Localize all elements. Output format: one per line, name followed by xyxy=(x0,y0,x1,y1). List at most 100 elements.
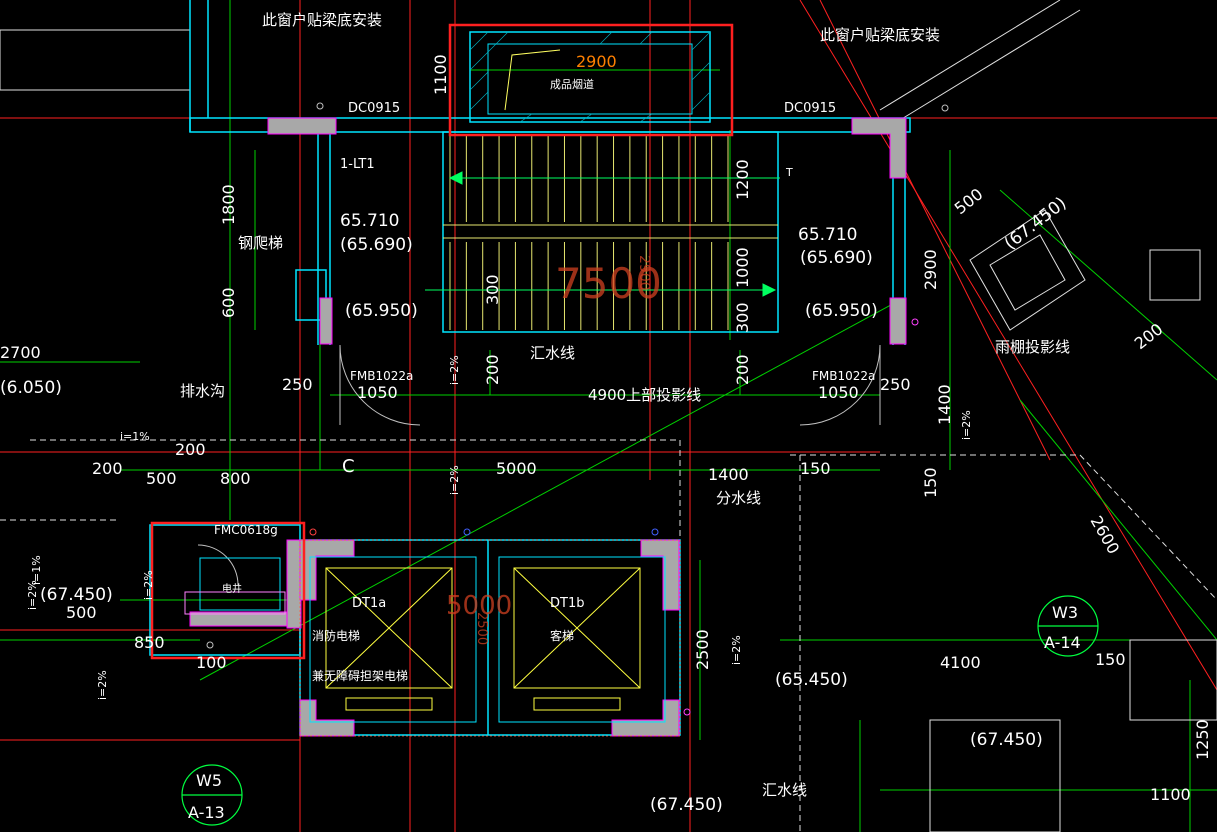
dim-150b: 150 xyxy=(921,467,940,498)
elev-landing-right-sub: (65.690) xyxy=(800,248,873,268)
highlight-box-electrical[interactable] xyxy=(150,521,306,660)
elev-roof-left: (67.450) xyxy=(40,585,113,605)
annotations: 此窗户贴梁底安装 此窗户贴梁底安装 成品烟道 钢爬梯 雨棚投影线 排水沟 汇水线… xyxy=(180,11,1081,822)
dim-1050a: 1050 xyxy=(357,383,398,402)
dim-elev-width: 5000 xyxy=(446,591,512,621)
note-divide-line: 分水线 xyxy=(716,489,761,507)
dim-stair-run: 2900 xyxy=(636,255,652,291)
note-canopy: 雨棚投影线 xyxy=(995,338,1070,356)
dim-shaft-width: 2900 xyxy=(576,52,617,71)
dim-850: 850 xyxy=(134,633,165,652)
label-stretcher-elevator: 兼无障碍担架电梯 xyxy=(312,668,408,683)
note-upper-projection: 4900上部投影线 xyxy=(588,386,701,404)
tag-window-left: DC0915 xyxy=(348,101,400,116)
dim-shaft-depth: 1100 xyxy=(431,54,450,95)
stair-treads-upper xyxy=(449,136,729,222)
smoke-duct xyxy=(469,31,711,123)
electrical-room xyxy=(184,557,286,615)
dim-500b: 500 xyxy=(66,603,97,622)
slope-s4: i=2% xyxy=(142,570,155,600)
dim-stair-total: 7500 xyxy=(555,259,662,308)
dim-200d: 200 xyxy=(92,459,123,478)
dim-200b: 200 xyxy=(733,354,752,385)
dim-500a: 500 xyxy=(146,469,177,488)
note-collect-line-bottom: 汇水线 xyxy=(762,781,807,799)
note-drain-ditch: 排水沟 xyxy=(180,382,225,400)
label-passenger-elevator: 客梯 xyxy=(550,628,574,643)
tag-stair-arrow: T xyxy=(785,166,793,179)
slope-marks: i=2% i=1% i=2% i=2% i=2% i=1% i=2% i=2% … xyxy=(26,355,973,700)
detail-bubbles xyxy=(181,595,1099,826)
tag-detail-w3: W3 xyxy=(1052,603,1078,622)
dim-100: 100 xyxy=(196,653,227,672)
stair-walk-arrows xyxy=(425,171,780,297)
markers xyxy=(206,102,949,716)
note-window-beam-right: 此窗户贴梁底安装 xyxy=(820,26,940,44)
dim-300b: 300 xyxy=(733,302,752,333)
dim-600: 600 xyxy=(219,287,238,318)
tag-stair-id: 1-LT1 xyxy=(340,157,375,172)
tag-elevator-b: DT1b xyxy=(550,596,584,611)
tag-door-right: FMB1022a xyxy=(812,369,875,383)
slope-s3: i=2% xyxy=(448,465,461,495)
dim-1200: 1200 xyxy=(733,159,752,200)
slope-s2: i=1% xyxy=(120,430,150,443)
dim-5000: 5000 xyxy=(496,459,537,478)
elev-floor-right: (65.950) xyxy=(805,301,878,321)
dim-elev-depth: 2500 xyxy=(474,612,489,645)
label-fire-elevator: 消防电梯 xyxy=(312,628,360,643)
dim-150a: 150 xyxy=(800,459,831,478)
dim-200c: 200 xyxy=(175,440,206,459)
tag-detail-w3-ref: A-14 xyxy=(1044,633,1081,652)
dim-1400a: 1400 xyxy=(708,465,749,484)
door-swings xyxy=(197,344,881,586)
dim-800: 800 xyxy=(220,469,251,488)
slope-s7: i=2% xyxy=(96,670,109,700)
dim-4100: 4100 xyxy=(940,653,981,672)
dim-1100r: 1100 xyxy=(1150,785,1191,804)
note-ladder: 钢爬梯 xyxy=(238,234,283,252)
elev-landing-right: 65.710 xyxy=(798,225,857,245)
dim-1800: 1800 xyxy=(219,184,238,225)
tag-detail-w5-ref: A-13 xyxy=(188,803,225,822)
dim-2700: 2700 xyxy=(0,343,41,362)
highlight-box-smoke-duct[interactable] xyxy=(448,23,734,137)
elev-roof-bottom: (67.450) xyxy=(650,795,723,815)
elev-canopy: (65.450) xyxy=(775,670,848,690)
dim-250b: 250 xyxy=(880,375,911,394)
elev-landing-left: 65.710 xyxy=(340,211,399,231)
dim-250a: 250 xyxy=(282,375,313,394)
slope-s1: i=2% xyxy=(448,355,461,385)
tag-door-small: FMC0618g xyxy=(214,523,278,537)
dim-300a: 300 xyxy=(483,274,502,305)
slope-s9: i=2% xyxy=(960,410,973,440)
stair-treads-lower xyxy=(449,242,729,330)
tag-grid-letter: C xyxy=(342,456,355,477)
note-window-beam-left: 此窗户贴梁底安装 xyxy=(262,11,382,29)
dim-1250: 1250 xyxy=(1193,719,1212,760)
note-collect-line-top: 汇水线 xyxy=(530,344,575,362)
note-smoke-duct: 成品烟道 xyxy=(550,77,594,91)
dimension-texts: 2900 1100 7500 2900 1800 600 1200 1000 3… xyxy=(0,52,1212,804)
slope-s8: i=2% xyxy=(730,635,743,665)
dim-2500: 2500 xyxy=(693,629,712,670)
elev-roof-bottom-right: (67.450) xyxy=(970,730,1043,750)
tag-window-right: DC0915 xyxy=(784,101,836,116)
dim-1050b: 1050 xyxy=(818,383,859,402)
tag-detail-w5: W5 xyxy=(196,771,222,790)
roof-outline xyxy=(0,439,1217,832)
label-electrical-room: 电井 xyxy=(222,582,242,595)
elev-landing-left-sub: (65.690) xyxy=(340,235,413,255)
tag-elevator-a: DT1a xyxy=(352,596,386,611)
slope-s5: i=2% xyxy=(26,580,39,610)
columns xyxy=(189,117,907,737)
elev-floor-left: (65.950) xyxy=(345,301,418,321)
dim-150r: 150 xyxy=(1095,650,1126,669)
dim-1000: 1000 xyxy=(733,247,752,288)
dim-200a: 200 xyxy=(483,354,502,385)
stair-treads xyxy=(443,224,778,239)
